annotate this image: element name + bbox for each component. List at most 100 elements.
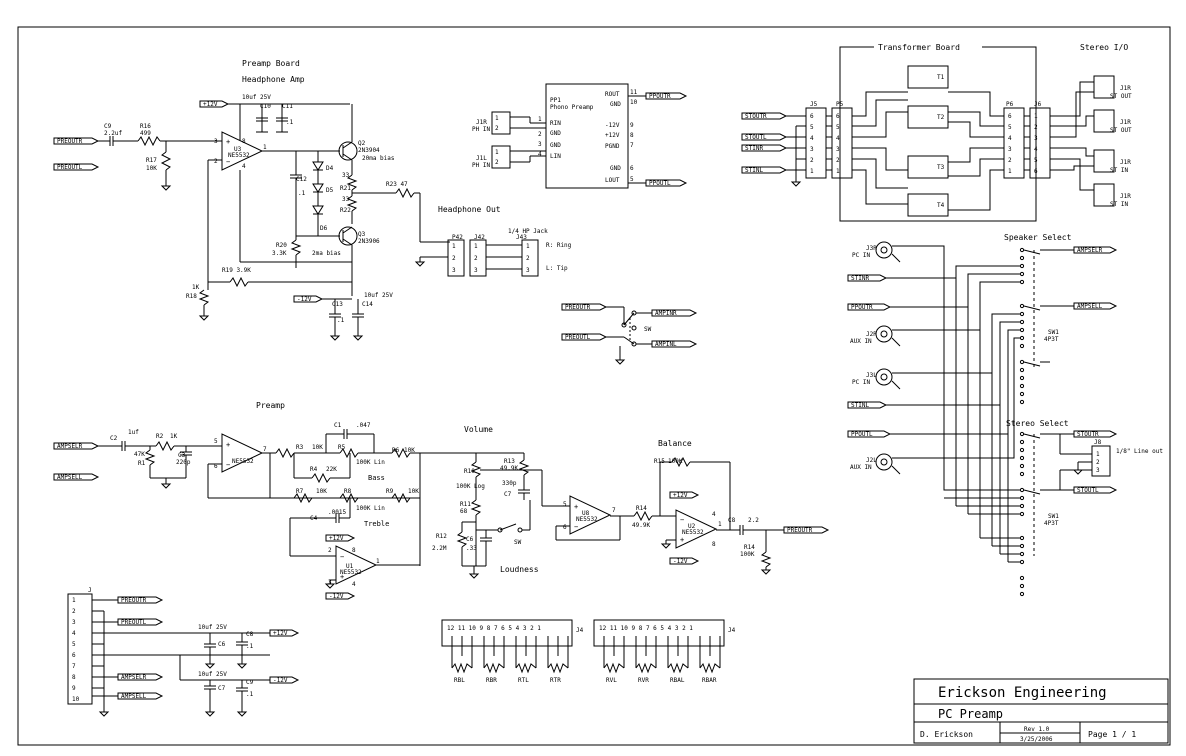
svg-text:J2R: J2R <box>866 331 877 338</box>
svg-text:1K: 1K <box>170 433 178 440</box>
svg-text:2.2M: 2.2M <box>432 545 447 552</box>
l-tip-label: L: Tip <box>546 265 568 272</box>
svg-text:100K Log: 100K Log <box>456 483 485 490</box>
date: 3/25/2006 <box>1020 736 1053 743</box>
svg-text:R4: R4 <box>310 466 318 473</box>
svg-text:PREOUTR: PREOUTR <box>565 304 591 311</box>
svg-text:RTL: RTL <box>518 677 529 684</box>
svg-text:GND: GND <box>550 130 561 137</box>
svg-text:3: 3 <box>538 141 542 148</box>
svg-text:6: 6 <box>810 113 814 120</box>
q2-label: Q2 <box>358 140 366 147</box>
svg-text:J4: J4 <box>728 627 736 634</box>
svg-text:7: 7 <box>630 142 634 149</box>
c11-value: .1 <box>286 119 294 126</box>
p42-connector <box>447 239 465 277</box>
svg-text:C6: C6 <box>466 536 474 543</box>
net-flag-ppoutl-a <box>645 179 688 187</box>
svg-text:4P3T: 4P3T <box>1044 520 1059 527</box>
net-flag-stoutr-a <box>741 112 788 120</box>
svg-text:8: 8 <box>630 132 634 139</box>
svg-text:STOUTL: STOUTL <box>745 134 767 141</box>
svg-text:1: 1 <box>474 243 478 250</box>
svg-text:.047: .047 <box>356 422 371 429</box>
j5-connector <box>805 107 827 179</box>
u1-opamp <box>335 545 378 585</box>
svg-text:.33: .33 <box>466 545 477 552</box>
c12-value: .1 <box>298 190 306 197</box>
svg-text:68: 68 <box>460 508 468 515</box>
svg-text:6: 6 <box>1008 113 1012 120</box>
svg-text:1: 1 <box>718 521 722 528</box>
svg-text:100K Lin: 100K Lin <box>356 505 385 512</box>
svg-text:2: 2 <box>495 159 499 166</box>
svg-text:8: 8 <box>242 138 246 145</box>
svg-text:1: 1 <box>495 115 499 122</box>
svg-text:NE5532: NE5532 <box>682 529 704 536</box>
svg-text:AMPSELR: AMPSELR <box>121 674 147 681</box>
svg-text:47K: 47K <box>134 451 145 458</box>
svg-text:PREOUTR: PREOUTR <box>787 527 813 534</box>
svg-text:U8: U8 <box>582 510 590 517</box>
bias-20ma-label: 20ma bias <box>362 155 395 162</box>
phono-preamp-block <box>545 83 629 189</box>
svg-text:−: − <box>574 523 578 531</box>
svg-text:NE5532: NE5532 <box>576 516 598 523</box>
svg-text:J1R: J1R <box>1120 193 1131 200</box>
jack-j2l: J2L AUX IN <box>850 453 893 471</box>
svg-text:6: 6 <box>836 113 840 120</box>
net-flag-preoutr-c <box>783 526 830 534</box>
svg-text:RBL: RBL <box>454 677 465 684</box>
svg-text:AMPSELR: AMPSELR <box>1077 247 1103 254</box>
svg-text:3: 3 <box>1034 135 1038 142</box>
svg-text:10: 10 <box>630 99 638 106</box>
svg-text:J: J <box>88 587 92 594</box>
page-number: Page 1 / 1 <box>1088 730 1136 739</box>
svg-text:4: 4 <box>712 511 716 518</box>
svg-text:11: 11 <box>630 89 638 96</box>
j43-connector <box>521 239 539 277</box>
r20-label: R20 <box>276 242 287 249</box>
svg-text:J2L: J2L <box>866 457 877 464</box>
net-flag-p12v-a-label: +12V <box>203 101 218 108</box>
svg-text:9: 9 <box>630 122 634 129</box>
svg-text:RBAL: RBAL <box>670 677 685 684</box>
headphone-amp-title: Headphone Amp <box>242 75 305 84</box>
svg-text:STINL: STINL <box>851 402 869 409</box>
select-bus-wires <box>886 245 1020 563</box>
j42-connector <box>469 239 487 277</box>
net-flag-m12v-d <box>269 676 300 684</box>
q3-transistor <box>338 226 358 246</box>
p5-connector <box>831 107 853 179</box>
svg-text:STINR: STINR <box>745 145 763 152</box>
r-ring-label: R: Ring <box>546 242 572 249</box>
svg-text:C1: C1 <box>334 422 342 429</box>
svg-text:7: 7 <box>72 663 76 670</box>
svg-text:R11: R11 <box>460 501 471 508</box>
svg-text:−: − <box>226 461 230 469</box>
svg-text:J3R: J3R <box>866 245 877 252</box>
svg-text:J3L: J3L <box>866 372 877 379</box>
j6-connector <box>1029 107 1051 179</box>
r22-value: 33 <box>342 196 350 203</box>
j6-label: J6 <box>1034 101 1042 108</box>
svg-text:8: 8 <box>72 674 76 681</box>
c13-label: C13 <box>332 301 343 308</box>
svg-text:1: 1 <box>538 116 542 123</box>
svg-text:4: 4 <box>538 151 542 158</box>
revision: Rev 1.0 <box>1024 726 1050 733</box>
svg-text:AMPSELL: AMPSELL <box>57 474 83 481</box>
quarter-jack-label: 1/4 HP Jack <box>508 228 548 235</box>
svg-text:4: 4 <box>242 163 246 170</box>
svg-text:6: 6 <box>563 524 567 531</box>
stereo-select-title: Stereo Select <box>1006 419 1069 428</box>
svg-text:-12V: -12V <box>273 677 288 684</box>
svg-text:NE5532: NE5532 <box>232 458 254 465</box>
svg-text:22K: 22K <box>326 466 337 473</box>
r21-label: R21 <box>340 185 351 192</box>
q2-part: 2N3904 <box>358 147 380 154</box>
u3-label: U3 <box>234 146 242 153</box>
svg-text:2: 2 <box>1008 157 1012 164</box>
svg-text:AMPINL: AMPINL <box>655 341 677 348</box>
svg-text:1: 1 <box>526 243 530 250</box>
